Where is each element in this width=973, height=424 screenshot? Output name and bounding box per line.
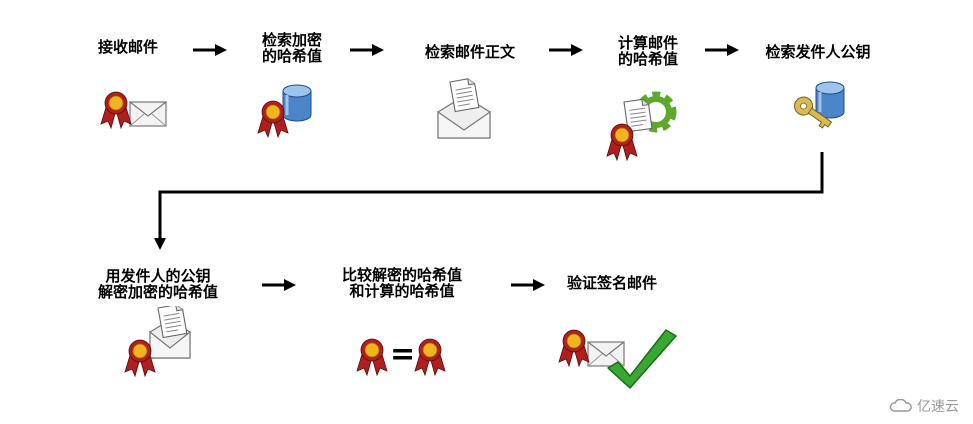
certificate-document-gear-icon <box>606 91 677 161</box>
step-3-label: 检索邮件正文 <box>424 43 516 61</box>
arrow-right-1 <box>193 44 227 56</box>
arrow-right-5 <box>262 279 296 291</box>
arrow-right-6 <box>511 279 545 291</box>
step-1-label: 接收邮件 <box>97 38 159 56</box>
step-5-label: 检索发件人公钥 <box>765 43 871 61</box>
arrow-right-2 <box>350 44 384 56</box>
cloud-logo-icon <box>889 399 912 412</box>
certificate-equals-certificate-icon: = <box>356 337 446 377</box>
watermark-text: 亿速云 <box>917 399 959 415</box>
certificate-envelope-document-icon <box>124 306 191 377</box>
watermark: 亿速云 <box>889 396 959 416</box>
certificate-icon <box>414 338 446 376</box>
certificate-envelope-checkmark-icon <box>558 329 677 389</box>
step-2-label: 检索加密的哈希值 <box>261 31 323 65</box>
step-4-label: 计算邮件的哈希值 <box>617 34 679 68</box>
equals-sign: = <box>390 337 416 372</box>
arrow-right-3 <box>549 44 583 56</box>
step-7-label: 比较解密的哈希值和计算的哈希值 <box>341 266 463 300</box>
arrow-right-4 <box>705 44 739 56</box>
key-database-icon <box>794 80 846 129</box>
certificate-icon <box>356 338 388 376</box>
step-8-label: 验证签名邮件 <box>566 274 658 292</box>
open-envelope-document-icon <box>437 78 491 139</box>
step-6-label: 用发件人的公钥解密加密的哈希值 <box>97 267 219 301</box>
